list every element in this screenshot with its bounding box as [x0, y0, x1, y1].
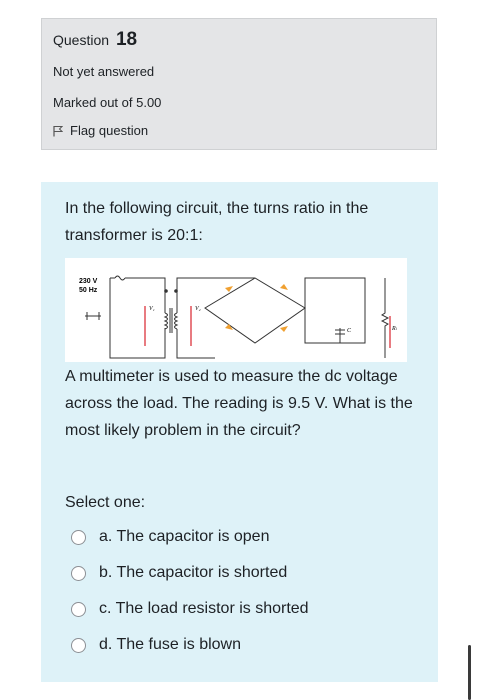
source-frequency-label: 50 Hz — [79, 287, 98, 294]
answer-label-d: d. The fuse is blown — [99, 636, 242, 653]
v1-label: V₁ — [149, 306, 155, 312]
answer-option-d[interactable]: d. The fuse is blown — [71, 636, 241, 654]
source-voltage-label: 230 V — [79, 278, 98, 285]
radio-button-c[interactable] — [71, 601, 86, 617]
radio-button-d[interactable] — [71, 637, 86, 653]
radio-button-b[interactable] — [71, 565, 86, 581]
question-text-main: A multimeter is used to measure the dc v… — [65, 368, 413, 439]
question-text-intro: In the following circuit, the turns rati… — [65, 200, 369, 244]
question-state: Not yet answered — [53, 64, 155, 79]
diode-3 — [225, 324, 233, 330]
flag-icon — [53, 125, 63, 136]
select-one-prompt: Select one: — [65, 494, 146, 511]
question-content: In the following circuit, the turns rati… — [41, 182, 438, 682]
v2-label: V₂ — [195, 306, 201, 312]
answer-option-b[interactable]: b. The capacitor is shorted — [71, 564, 287, 582]
diode-4 — [280, 326, 288, 332]
fuse-icon — [85, 312, 101, 320]
scrollbar[interactable] — [468, 645, 471, 700]
answer-option-a[interactable]: a. The capacitor is open — [71, 528, 269, 546]
question-info-panel: Question 18 Not yet answered Marked out … — [41, 18, 437, 150]
flag-question-link[interactable]: Flag question — [53, 123, 148, 138]
answer-label-c: c. The load resistor is shorted — [99, 600, 309, 617]
ac-source-icon — [114, 275, 126, 281]
flag-question-label: Flag question — [70, 123, 149, 138]
answer-label-b: b. The capacitor is shorted — [99, 564, 288, 581]
diode-1 — [225, 286, 233, 292]
question-label: Question — [53, 32, 110, 48]
capacitor-label: C — [347, 328, 352, 334]
diode-2 — [280, 284, 288, 290]
circuit-diagram: 230 V 50 Hz V₁ V₂ C Rₗ — [65, 258, 407, 362]
question-number: Question 18 — [53, 29, 137, 51]
answer-option-c[interactable]: c. The load resistor is shorted — [71, 600, 309, 618]
load-resistor-label: Rₗ — [391, 326, 398, 332]
radio-button-a[interactable] — [71, 529, 86, 545]
answer-label-a: a. The capacitor is open — [99, 528, 270, 545]
question-grade: Marked out of 5.00 — [53, 95, 162, 110]
question-number-value: 18 — [115, 29, 138, 50]
